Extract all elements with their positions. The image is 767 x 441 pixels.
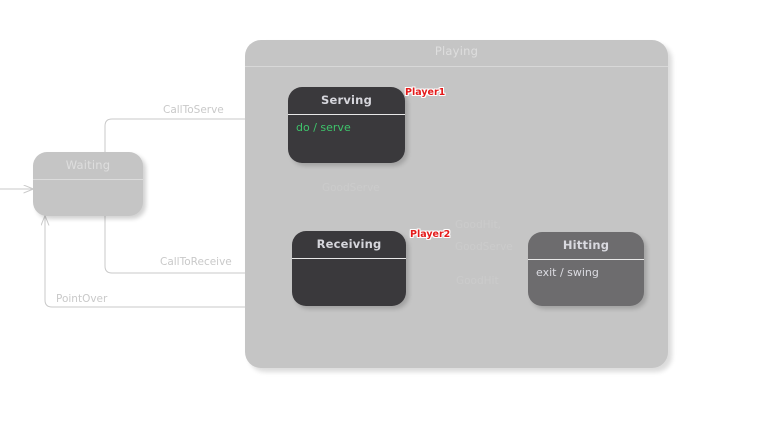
state-divider [292, 257, 406, 259]
state-hitting[interactable]: Hitting exit / swing [528, 232, 644, 306]
edge-label-call-to-serve: CallToServe [163, 104, 224, 116]
actor-label-player2: Player2 [410, 229, 451, 240]
state-receiving[interactable]: Receiving [292, 231, 406, 306]
state-title-receiving: Receiving [316, 237, 382, 251]
state-title-hitting: Hitting [562, 238, 610, 252]
edge-label-point-over: PointOver [56, 293, 108, 305]
state-body-receiving [292, 259, 406, 265]
state-body-serving: do / serve [296, 120, 351, 134]
state-title-waiting: Waiting [65, 158, 111, 172]
edge-label-call-to-receive: CallToReceive [160, 256, 232, 268]
state-divider [288, 113, 405, 115]
edge-label-good-hit: GoodHit [456, 275, 499, 287]
state-body-hitting: exit / swing [536, 265, 599, 279]
state-title-serving: Serving [320, 93, 372, 107]
state-divider [528, 258, 644, 260]
state-waiting[interactable]: Waiting [33, 152, 143, 216]
state-divider [33, 178, 143, 180]
actor-label-player1: Player1 [405, 87, 446, 98]
state-title-playing: Playing [434, 44, 479, 58]
state-divider [245, 65, 668, 67]
edge-label-good-hit-good-serve-line1: GoodHit, [455, 219, 501, 231]
state-body-waiting [33, 180, 143, 186]
state-serving[interactable]: Serving do / serve [288, 87, 405, 163]
edge-label-good-serve: GoodServe [322, 182, 380, 194]
edge-label-good-hit-good-serve-line2: GoodServe [455, 241, 513, 253]
